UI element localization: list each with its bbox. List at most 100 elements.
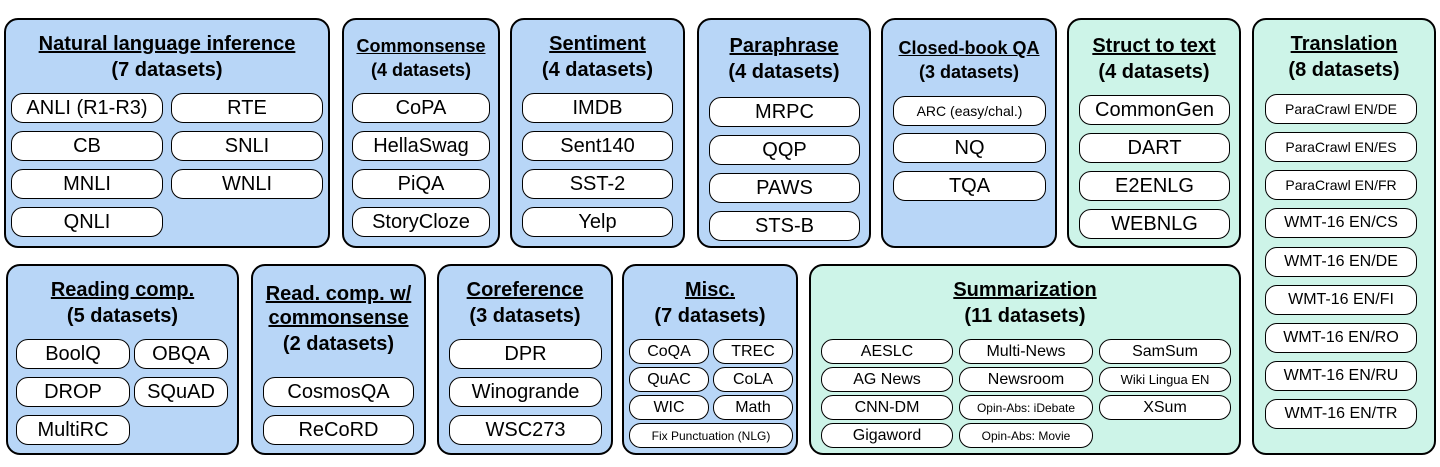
cluster-translation: Translation (8 datasets) ParaCrawl EN/DE…: [1252, 18, 1436, 455]
dataset-pill: WMT-16 EN/CS: [1265, 208, 1417, 238]
dataset-pill: ParaCrawl EN/ES: [1265, 132, 1417, 162]
dataset-pill: CNN-DM: [821, 395, 953, 420]
dataset-pill: MRPC: [709, 97, 860, 127]
cluster-reading-comp: Reading comp. (5 datasets) BoolQ OBQA DR…: [6, 264, 239, 455]
dataset-pill: DART: [1079, 133, 1230, 163]
dataset-pill: ARC (easy/chal.): [893, 96, 1046, 126]
cluster-title: Sentiment: [549, 33, 646, 55]
dataset-pill: Opin-Abs: iDebate: [959, 395, 1093, 420]
cluster-sentiment: Sentiment (4 datasets) IMDB Sent140 SST-…: [510, 18, 685, 248]
dataset-pill: CoLA: [713, 367, 793, 392]
dataset-pill: Wiki Lingua EN: [1099, 367, 1231, 392]
dataset-pill: Gigaword: [821, 423, 953, 448]
cluster-title: Coreference: [466, 279, 584, 301]
dataset-pill: Math: [713, 395, 793, 420]
cluster-title: Commonsense: [356, 36, 486, 56]
dataset-pill: Fix Punctuation (NLG): [629, 423, 793, 448]
cluster-closed-book-qa: Closed-book QA (3 datasets) ARC (easy/ch…: [881, 18, 1057, 248]
dataset-pill: Sent140: [522, 131, 673, 161]
dataset-pill: ANLI (R1-R3): [11, 93, 163, 123]
dataset-pill: Winogrande: [449, 377, 602, 407]
dataset-pill: WEBNLG: [1079, 209, 1230, 239]
cluster-subtitle: (3 datasets): [918, 62, 1020, 82]
dataset-pill: DPR: [449, 339, 602, 369]
cluster-title: Closed-book QA: [898, 38, 1040, 58]
dataset-pill: ReCoRD: [263, 415, 414, 445]
cluster-title: Translation: [1290, 33, 1398, 55]
dataset-pill: WMT-16 EN/RO: [1265, 323, 1417, 353]
dataset-pill: SQuAD: [134, 377, 228, 407]
dataset-pill: STS-B: [709, 211, 860, 241]
dataset-pill: StoryCloze: [352, 207, 490, 237]
dataset-pill: DROP: [16, 377, 130, 407]
dataset-pill: WNLI: [171, 169, 323, 199]
cluster-title: Paraphrase: [729, 35, 839, 57]
cluster-title: Reading comp.: [50, 279, 195, 301]
cluster-subtitle: (8 datasets): [1288, 59, 1400, 81]
cluster-subtitle: (4 datasets): [1098, 61, 1210, 83]
cluster-subtitle: (7 datasets): [111, 59, 223, 81]
dataset-pill: QuAC: [629, 367, 709, 392]
dataset-pill: CosmosQA: [263, 377, 414, 407]
dataset-pill: WMT-16 EN/FI: [1265, 285, 1417, 315]
cluster-title: Misc.: [684, 279, 736, 301]
cluster-commonsense: Commonsense (4 datasets) CoPA HellaSwag …: [342, 18, 500, 248]
cluster-coreference: Coreference (3 datasets) DPR Winogrande …: [437, 264, 613, 455]
dataset-pill: AESLC: [821, 339, 953, 364]
dataset-pill: QNLI: [11, 207, 163, 237]
cluster-paraphrase: Paraphrase (4 datasets) MRPC QQP PAWS ST…: [697, 18, 871, 248]
dataset-pill: CommonGen: [1079, 95, 1230, 125]
dataset-pill: MultiRC: [16, 415, 130, 445]
cluster-natural-language-inference: Natural language inference (7 datasets) …: [4, 18, 330, 248]
dataset-pill: HellaSwag: [352, 131, 490, 161]
dataset-pill: OBQA: [134, 339, 228, 369]
cluster-summarization: Summarization (11 datasets) AESLC Multi-…: [809, 264, 1241, 455]
dataset-pill: PAWS: [709, 173, 860, 203]
dataset-pill: E2ENLG: [1079, 171, 1230, 201]
cluster-subtitle: (4 datasets): [728, 61, 840, 83]
dataset-pill: CoPA: [352, 93, 490, 123]
dataset-pill: XSum: [1099, 395, 1231, 420]
cluster-subtitle: (11 datasets): [964, 305, 1086, 327]
dataset-pill: WMT-16 EN/RU: [1265, 361, 1417, 391]
cluster-read-comp-commonsense: Read. comp. w/ commonsense (2 datasets) …: [251, 264, 426, 455]
dataset-pill: WMT-16 EN/TR: [1265, 399, 1417, 429]
cluster-subtitle: (5 datasets): [66, 305, 179, 327]
cluster-misc: Misc. (7 datasets) CoQA TREC QuAC CoLA W…: [622, 264, 798, 455]
dataset-pill: SST-2: [522, 169, 673, 199]
cluster-subtitle: (3 datasets): [469, 305, 581, 327]
dataset-pill: WMT-16 EN/DE: [1265, 247, 1417, 277]
dataset-pill: BoolQ: [16, 339, 130, 369]
dataset-pill: Yelp: [522, 207, 673, 237]
cluster-subtitle: (4 datasets): [370, 60, 472, 80]
cluster-title: Struct to text: [1092, 35, 1216, 57]
dataset-pill: Opin-Abs: Movie: [959, 423, 1093, 448]
cluster-subtitle: (2 datasets): [282, 333, 395, 355]
dataset-pill: ParaCrawl EN/FR: [1265, 170, 1417, 200]
cluster-struct-to-text: Struct to text (4 datasets) CommonGen DA…: [1067, 18, 1241, 248]
dataset-pill: SNLI: [171, 131, 323, 161]
dataset-pill: NQ: [893, 133, 1046, 163]
dataset-pill: WSC273: [449, 415, 602, 445]
dataset-pill: CoQA: [629, 339, 709, 364]
dataset-pill: Multi-News: [959, 339, 1093, 364]
dataset-pill: QQP: [709, 135, 860, 165]
cluster-title-line1: Read. comp. w/: [265, 283, 412, 305]
dataset-pill: MNLI: [11, 169, 163, 199]
cluster-title: Natural language inference: [38, 33, 296, 55]
cluster-subtitle: (4 datasets): [541, 59, 654, 81]
cluster-title: Summarization: [953, 279, 1097, 301]
dataset-pill: TQA: [893, 171, 1046, 201]
dataset-pill: RTE: [171, 93, 323, 123]
dataset-pill: ParaCrawl EN/DE: [1265, 94, 1417, 124]
cluster-subtitle: (7 datasets): [654, 305, 766, 327]
dataset-pill: CB: [11, 131, 163, 161]
cluster-title-line2: commonsense: [268, 307, 409, 329]
dataset-pill: WIC: [629, 395, 709, 420]
dataset-pill: SamSum: [1099, 339, 1231, 364]
dataset-pill: TREC: [713, 339, 793, 364]
dataset-pill: PiQA: [352, 169, 490, 199]
dataset-pill: IMDB: [522, 93, 673, 123]
dataset-pill: AG News: [821, 367, 953, 392]
dataset-pill: Newsroom: [959, 367, 1093, 392]
